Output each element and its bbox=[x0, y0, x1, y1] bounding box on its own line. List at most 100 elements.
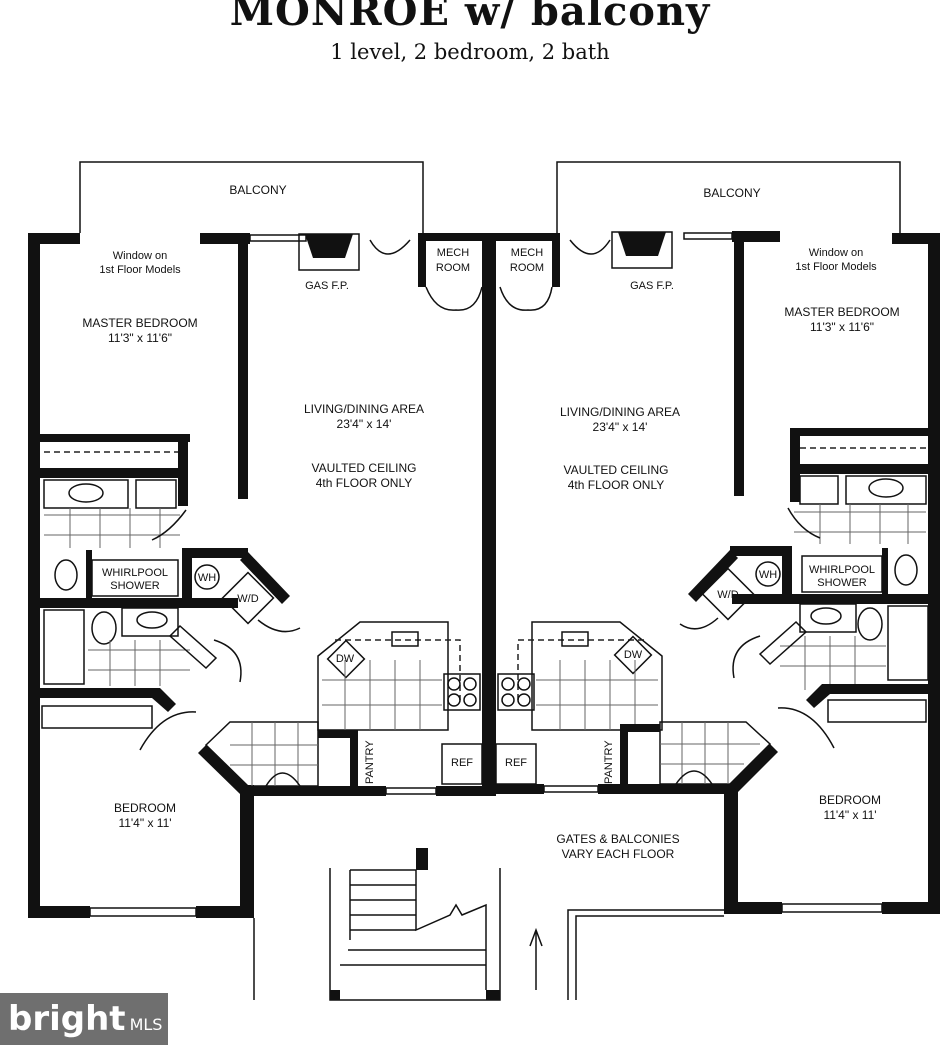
common-area: GATES & BALCONIES VARY EACH FLOOR bbox=[253, 832, 724, 1001]
left-bath2-door bbox=[213, 639, 242, 683]
right-pantry-label: PANTRY bbox=[603, 740, 615, 784]
stair-landing bbox=[340, 949, 486, 966]
right-bed-top-angle bbox=[806, 684, 830, 708]
right-closet-top bbox=[790, 428, 930, 436]
left-dishwasher bbox=[326, 639, 366, 679]
right-wall-bottom-a bbox=[724, 902, 782, 914]
right-bath-1: WHIRLPOOL SHOWER bbox=[787, 475, 927, 596]
brightmls-watermark: bright MLS bbox=[0, 993, 168, 1045]
gates-note-2: VARY EACH FLOOR bbox=[562, 847, 675, 861]
left-water-heater bbox=[194, 564, 220, 590]
right-vaulted-label-1: VAULTED CEILING bbox=[564, 463, 669, 477]
plan-subtitle: 1 level, 2 bedroom, 2 bath bbox=[330, 40, 610, 64]
left-wall-bottom-a bbox=[28, 906, 90, 918]
left-master-bedroom-label: MASTER BEDROOM bbox=[82, 316, 197, 330]
right-bath1-door bbox=[787, 507, 821, 539]
left-laundry-angled-wall bbox=[240, 552, 290, 604]
right-master-bedroom-label: MASTER BEDROOM bbox=[784, 305, 899, 319]
right-master-bedroom-dims: 11'3" x 11'6" bbox=[810, 320, 874, 334]
left-bath2-tile bbox=[88, 640, 190, 686]
stair-outline bbox=[329, 868, 501, 1001]
left-wall-master-right bbox=[238, 243, 248, 499]
right-bath2-counter bbox=[758, 620, 808, 666]
left-window-corridor bbox=[385, 787, 437, 795]
right-burner-2 bbox=[517, 677, 531, 691]
right-window-top bbox=[683, 232, 733, 240]
watermark-brand: bright bbox=[8, 999, 126, 1039]
right-bath1-vanity bbox=[845, 475, 927, 505]
right-bed-closet bbox=[827, 699, 927, 723]
right-wall-outer bbox=[928, 233, 940, 913]
left-pantry-top bbox=[318, 730, 358, 738]
left-wall-corridor-a bbox=[240, 786, 386, 796]
left-unit: BALCONY GAS F.P. MECH ROOM Wind bbox=[28, 161, 486, 918]
left-mech-left bbox=[418, 233, 426, 287]
right-pantry-left bbox=[620, 724, 628, 784]
left-bath1-tile bbox=[44, 508, 180, 548]
right-burner-1 bbox=[501, 677, 515, 691]
corridor-right-line-2 bbox=[575, 915, 724, 1000]
stair-newel bbox=[416, 848, 428, 870]
left-gas-fp-label: GAS F.P. bbox=[305, 280, 349, 292]
left-living-dims: 23'4" x 14' bbox=[337, 417, 392, 431]
party-wall bbox=[482, 233, 496, 796]
left-laundry-door bbox=[257, 619, 301, 633]
left-window-top bbox=[249, 234, 307, 242]
right-wall-top-a bbox=[732, 231, 780, 242]
right-bath1-sink bbox=[868, 478, 904, 498]
right-bath2-tile bbox=[780, 636, 886, 690]
right-bed-top-a bbox=[822, 684, 928, 694]
left-kitchen-outline bbox=[317, 621, 449, 731]
left-kitchen-sink bbox=[391, 631, 419, 647]
left-whirlpool-shower bbox=[91, 559, 179, 597]
stair-post-left bbox=[330, 990, 340, 1000]
left-cooktop bbox=[443, 673, 481, 711]
left-cooktop-frame bbox=[443, 673, 481, 711]
left-bath1-linen bbox=[135, 479, 177, 509]
left-bath-2 bbox=[43, 607, 242, 686]
right-dw-label: DW bbox=[624, 649, 643, 661]
left-balcony-door bbox=[369, 239, 411, 255]
right-foyer-angled-wall bbox=[730, 744, 778, 792]
right-bath2-tub bbox=[887, 605, 929, 681]
left-foyer-tile bbox=[230, 722, 318, 786]
left-pantry-right bbox=[350, 730, 358, 786]
right-whirlpool-label-1: WHIRLPOOL bbox=[809, 564, 875, 576]
right-mech-top bbox=[496, 233, 560, 241]
left-whirlpool-label-1: WHIRLPOOL bbox=[102, 567, 168, 579]
left-dw-label: DW bbox=[336, 653, 355, 665]
right-bath2-vanity bbox=[799, 603, 857, 633]
right-ref-label: REF bbox=[505, 757, 527, 769]
left-ref-label: REF bbox=[451, 757, 473, 769]
left-washer-dryer bbox=[221, 571, 275, 625]
right-wall-bottom-b bbox=[882, 902, 940, 914]
right-bath-divider bbox=[732, 594, 930, 604]
right-bath2-sink bbox=[810, 607, 842, 625]
right-mech-label-2: ROOM bbox=[510, 262, 544, 274]
right-wd-label: W/D bbox=[717, 589, 738, 601]
left-mech-label-1: MECH bbox=[437, 247, 469, 259]
right-bed-door bbox=[777, 707, 835, 749]
right-laundry-right bbox=[782, 546, 792, 602]
right-mech-right bbox=[552, 233, 560, 287]
left-burner-2 bbox=[463, 677, 477, 691]
left-bath-1: WHIRLPOOL SHOWER bbox=[43, 479, 187, 598]
left-wall-top-a bbox=[28, 233, 80, 244]
watermark-suffix: MLS bbox=[129, 1014, 163, 1034]
left-laundry-top bbox=[182, 548, 248, 558]
right-wall-master-left bbox=[734, 240, 744, 496]
entry-arrow-head bbox=[529, 927, 543, 947]
right-laundry-top bbox=[730, 546, 792, 556]
right-kitchen-outline bbox=[531, 621, 663, 731]
right-kitchen-sink bbox=[561, 631, 589, 647]
left-fireplace-hearth bbox=[305, 234, 353, 258]
right-bath2-toilet bbox=[857, 607, 883, 641]
right-balcony-door bbox=[569, 239, 611, 255]
right-unit: BALCONY MECH ROOM GAS F.P. Window on 1st… bbox=[495, 161, 940, 914]
left-foyer-angled-wall bbox=[198, 745, 248, 794]
left-bed-closet bbox=[41, 705, 153, 729]
left-wall-outer bbox=[28, 233, 40, 918]
left-wd-label: W/D bbox=[237, 593, 258, 605]
